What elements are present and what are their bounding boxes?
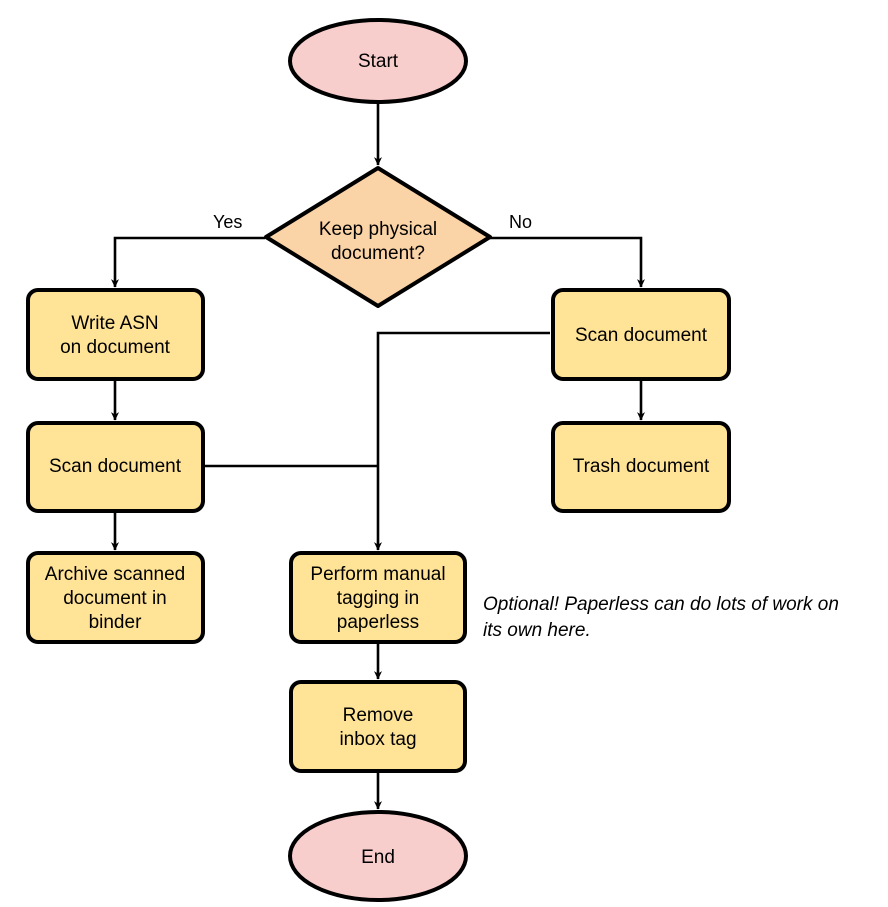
remove-inbox-tag-label-line2: inbox tag: [339, 729, 416, 750]
start-label: Start: [358, 51, 399, 72]
edge-scan-right-to-tagging: [374, 331, 550, 551]
end-ellipse-shape[interactable]: [288, 810, 468, 902]
node-trash-document[interactable]: Trash document: [551, 421, 731, 513]
node-scan-document-right[interactable]: Scan document: [551, 288, 731, 381]
edge-label-yes: Yes: [213, 212, 242, 232]
node-scan-document-left[interactable]: Scan document: [26, 421, 205, 513]
edge-decision-yes-to-write-asn: [111, 236, 265, 288]
node-start[interactable]: Start: [288, 18, 468, 104]
node-end[interactable]: End: [288, 810, 468, 902]
tagging-label-line1: Perform manual: [310, 564, 445, 585]
write-asn-box-shape[interactable]: [26, 288, 205, 381]
tagging-label-line2: tagging in: [337, 588, 419, 609]
archive-label-line3: binder: [89, 612, 142, 633]
write-asn-label-line2: on document: [60, 337, 171, 358]
archive-label-line1: Archive scanned: [45, 564, 185, 585]
decision-label-line1: Keep physical: [319, 219, 437, 240]
node-remove-inbox-tag[interactable]: Remove inbox tag: [289, 680, 467, 773]
scan-document-left-label: Scan document: [49, 456, 182, 477]
remove-inbox-tag-box-shape[interactable]: [289, 680, 467, 773]
scan-document-left-box-shape[interactable]: [26, 421, 205, 513]
node-perform-manual-tagging[interactable]: Perform manual tagging in paperless: [289, 551, 467, 644]
node-write-asn-on-document[interactable]: Write ASN on document: [26, 288, 205, 381]
scan-document-right-label: Scan document: [575, 325, 708, 346]
trash-document-label: Trash document: [573, 456, 710, 477]
write-asn-label-line1: Write ASN: [71, 313, 158, 334]
edge-decision-no-to-scan-right: [490, 236, 645, 288]
annotation-line1: Optional! Paperless can do lots of work …: [483, 594, 839, 615]
node-decision-keep-physical-document[interactable]: Keep physical document?: [264, 166, 492, 308]
node-archive-scanned-document[interactable]: Archive scanned document in binder: [26, 551, 205, 644]
start-ellipse-shape[interactable]: [288, 18, 468, 104]
archive-box-shape[interactable]: [26, 551, 205, 644]
connector-layer: [111, 101, 645, 810]
decision-diamond-shape[interactable]: [264, 166, 492, 308]
scan-document-right-box-shape[interactable]: [551, 288, 731, 381]
trash-document-box-shape[interactable]: [551, 421, 731, 513]
annotation-optional-note: Optional! Paperless can do lots of work …: [483, 594, 839, 641]
tagging-label-line3: paperless: [337, 612, 419, 633]
archive-label-line2: document in: [63, 588, 167, 609]
tagging-box-shape[interactable]: [289, 551, 467, 644]
annotation-line2: its own here.: [483, 620, 591, 641]
edge-label-no: No: [509, 212, 532, 232]
end-label: End: [361, 847, 395, 868]
decision-label-line2: document?: [331, 243, 425, 264]
remove-inbox-tag-label-line1: Remove: [343, 705, 414, 726]
